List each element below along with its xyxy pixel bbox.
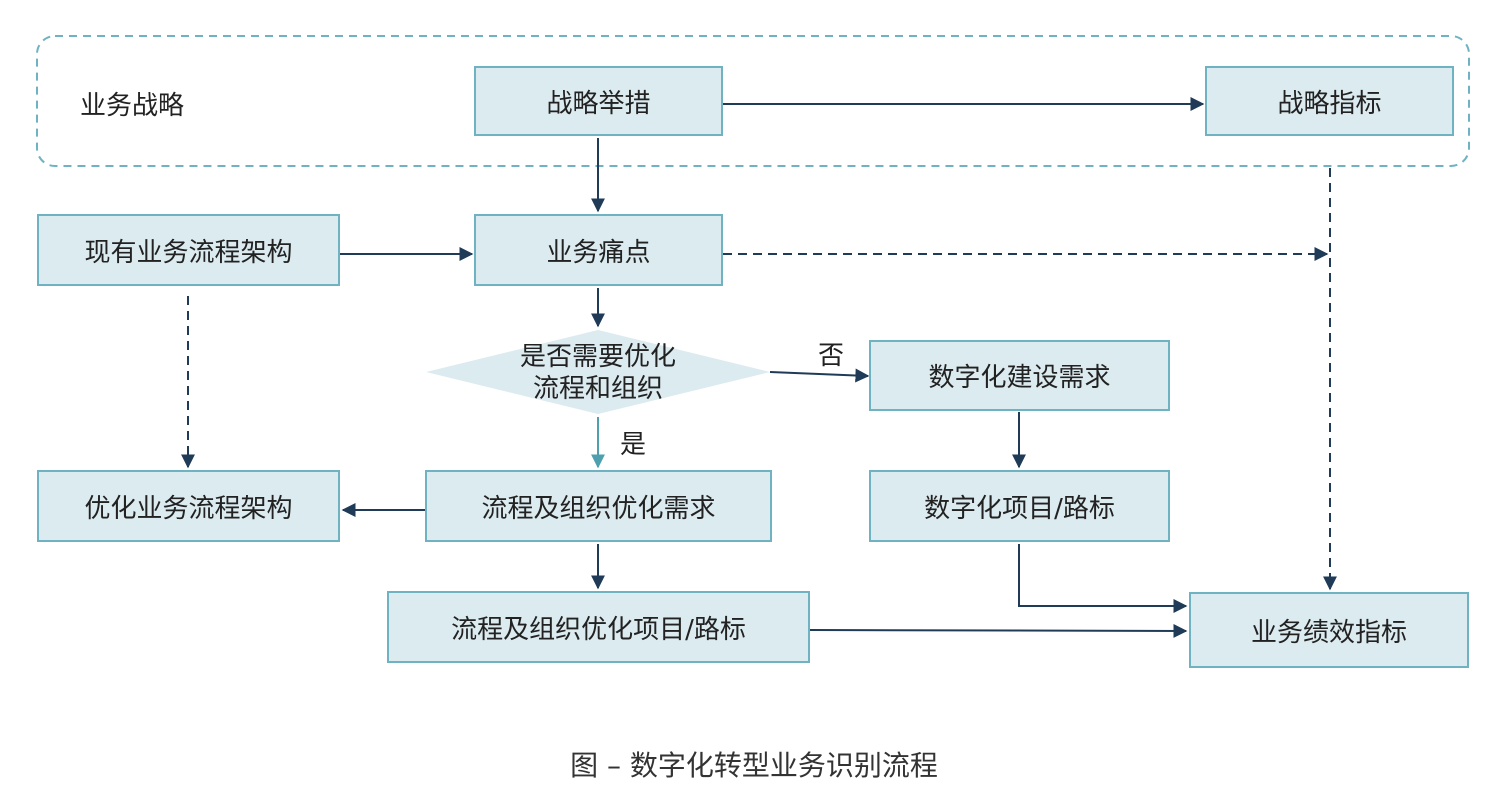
decision-text: 是否需要优化 流程和组织: [478, 341, 718, 405]
decision-text-line1: 是否需要优化: [519, 342, 676, 372]
node-digital-projects: 数字化项目/路标: [869, 470, 1170, 542]
decision-text-line2: 流程和组织: [532, 374, 663, 404]
decision-diamond: [426, 330, 770, 414]
arrow-decision-no: [769, 368, 870, 383]
node-current-architecture: 现有业务流程架构: [37, 214, 340, 286]
node-strategy-indicators: 战略指标: [1205, 66, 1454, 136]
node-strategy-measures: 战略举措: [474, 66, 723, 136]
node-process-org-requirements: 流程及组织优化需求: [425, 470, 772, 542]
node-pain-points: 业务痛点: [474, 214, 723, 286]
edge-label-yes: 是: [620, 430, 647, 460]
arrow-digital-projects-to-kpi: [1018, 544, 1188, 613]
edge-label-no: 否: [818, 341, 845, 371]
figure-caption: 图 – 数字化转型业务识别流程: [570, 749, 938, 782]
node-business-kpi: 业务绩效指标: [1189, 592, 1469, 668]
arrow-process-projects-to-kpi: [809, 623, 1188, 638]
node-optimized-architecture: 优化业务流程架构: [37, 470, 340, 542]
node-digital-requirements: 数字化建设需求: [869, 340, 1170, 411]
strategy-group-label: 业务战略: [80, 91, 185, 121]
strategy-group-boundary: [36, 35, 1470, 167]
node-process-org-projects: 流程及组织优化项目/路标: [387, 591, 810, 663]
